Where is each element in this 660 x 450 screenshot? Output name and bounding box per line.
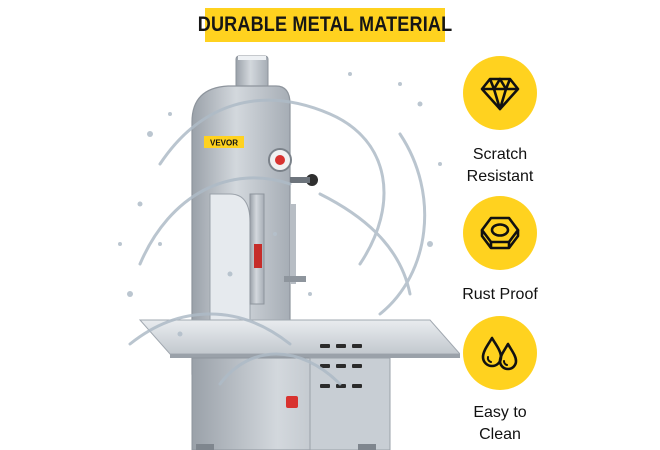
diamond-icon-badge [463,56,537,130]
brand-label: VEVOR [210,139,238,148]
tension-knob [235,55,269,89]
page-title: DURABLE METAL MATERIAL [197,13,453,36]
feature-rust-proof: Rust Proof [430,196,570,306]
diamond-icon [480,77,520,111]
feature-label: Easy to Clean [473,404,527,443]
hex-nut-icon [480,216,520,250]
feature-scratch-resistant: Scratch Resistant [430,56,570,188]
water-droplets [118,72,442,337]
water-drops-icon-badge [463,316,537,390]
power-switch [286,396,298,408]
water-splash [128,98,427,386]
feature-label: Rust Proof [462,286,538,303]
band-saw-illustration: VEVOR [118,55,460,450]
work-table [138,319,460,355]
hex-nut-icon-badge [463,196,537,270]
title-banner: DURABLE METAL MATERIAL [198,8,452,42]
water-drops-icon [481,336,518,371]
feature-easy-to-clean: Easy to Clean [430,316,570,446]
vent-slots [320,344,362,388]
feature-label: Scratch Resistant [466,146,534,185]
